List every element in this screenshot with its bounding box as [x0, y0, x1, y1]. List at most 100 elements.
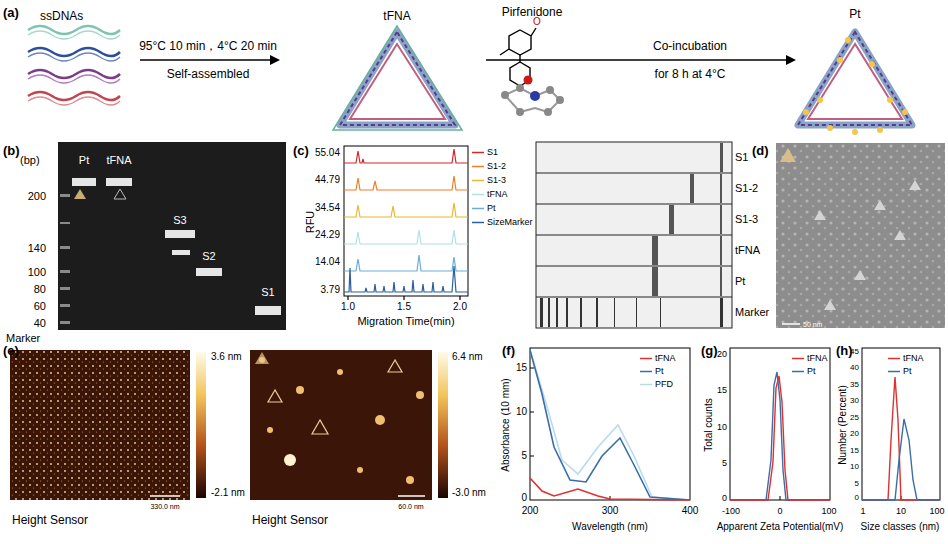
lane-label: S3 — [173, 215, 186, 226]
electropherogram — [344, 146, 468, 300]
panel-label: (g) — [701, 344, 718, 357]
legend-line — [472, 165, 484, 167]
ball-stick-model — [556, 96, 564, 104]
scale-bar-label: 330.0 nm — [150, 503, 179, 510]
axis-title: Total counts — [704, 398, 714, 451]
gel-row-label: S1-3 — [735, 214, 758, 225]
legend-text: tFNA — [807, 354, 828, 363]
pt-illustration — [827, 125, 833, 131]
axis-tick: 20 — [850, 430, 859, 438]
gel-row-label: S1 — [735, 152, 748, 163]
virtual-gel — [720, 174, 722, 203]
axis-title: Apparent Zeta Potential(mV) — [717, 522, 844, 532]
tem-image — [874, 200, 886, 210]
legend-line — [640, 383, 652, 385]
tem-image — [824, 300, 836, 310]
virtual-gel — [536, 173, 732, 297]
virtual-gel — [596, 298, 598, 327]
virtual-gel — [652, 267, 658, 296]
axis-tick: 24.29 — [315, 230, 340, 240]
illustration-label: ssDNAs — [40, 10, 83, 22]
legend-entry: S1 — [472, 148, 498, 157]
axis-title: RFU — [305, 211, 316, 234]
gel-image — [106, 178, 132, 186]
electropherogram — [344, 176, 468, 190]
axis-title: Wavelength (nm) — [572, 522, 648, 532]
pirfenidone-molecule — [500, 49, 509, 55]
electropherogram — [344, 266, 468, 292]
tem-image — [854, 270, 866, 280]
pirfenidone-molecule — [500, 28, 536, 86]
lane-label: Pt — [79, 155, 89, 166]
axis-tick: 60 — [34, 301, 46, 312]
legend-line — [888, 368, 900, 374]
legend-text: S1 — [487, 148, 498, 157]
legend-line — [640, 368, 652, 374]
legend-line — [640, 355, 652, 361]
axis-tick: 5 — [521, 451, 527, 461]
afm-image — [268, 390, 282, 402]
virtual-gel — [540, 298, 723, 327]
pirfenidone-molecule — [531, 28, 536, 36]
step-label: Self-assembled — [167, 68, 250, 80]
virtual-gel — [636, 298, 637, 327]
virtual-gel — [720, 236, 722, 265]
legend-line — [472, 151, 484, 153]
gel-image — [60, 270, 70, 273]
virtual-gel — [536, 142, 732, 328]
legend-line — [472, 219, 484, 225]
gel-row-label: Pt — [735, 276, 745, 287]
axis-tick: 14.04 — [315, 257, 340, 267]
ball-stick-model — [501, 91, 509, 99]
legend-text: Pt — [807, 367, 816, 376]
legend-line — [472, 207, 484, 209]
ssdna-strands — [28, 97, 120, 105]
illustration-label: Pirfenidone — [502, 6, 563, 18]
legend-line — [888, 357, 900, 359]
legend-line — [472, 191, 484, 197]
afm-image — [255, 352, 269, 364]
ssdna-strands — [28, 92, 120, 100]
electropherogram — [344, 255, 468, 271]
legend-line — [472, 163, 484, 169]
axis-tick: 44.79 — [315, 175, 340, 185]
arrow — [486, 59, 788, 61]
gel-image — [60, 246, 70, 249]
lane-label: S1 — [261, 287, 274, 298]
arrow — [786, 55, 796, 65]
electropherogram — [348, 296, 460, 300]
axis-tick: 1 — [860, 507, 865, 516]
ssdna-strands — [28, 26, 120, 105]
legend-line — [792, 357, 804, 359]
afm-image — [267, 427, 273, 433]
legend-entry: tFNA — [792, 354, 828, 363]
ssdna-strands — [28, 48, 120, 56]
step-label: for 8 h at 4°C — [655, 68, 726, 80]
gel-image — [172, 250, 190, 255]
virtual-gel — [669, 205, 674, 234]
afm-image — [438, 352, 448, 498]
virtual-gel — [652, 143, 723, 296]
legend-line — [472, 221, 484, 223]
colorbar-label: -3.0 nm — [452, 488, 486, 498]
zeta-histogram — [730, 348, 830, 500]
zeta-histogram — [730, 348, 830, 500]
axis-tick: 200 — [522, 506, 539, 516]
lane-label: Marker — [6, 333, 40, 344]
colorbar-label: 6.4 nm — [452, 352, 483, 362]
arrow — [270, 55, 280, 65]
tfna-illustration — [333, 26, 462, 130]
afm-image — [196, 352, 206, 498]
legend-entry: Pt — [888, 367, 912, 376]
virtual-gel — [548, 298, 550, 327]
virtual-gel — [614, 298, 615, 327]
pt-illustration — [837, 57, 843, 63]
legend-line — [888, 370, 900, 372]
legend-entry: Pt — [792, 367, 816, 376]
legend-line — [640, 381, 652, 387]
legend-text: tFNA — [487, 190, 508, 199]
axis-tick: 0 — [855, 494, 859, 502]
electropherogram — [344, 230, 468, 244]
axis-tick: 80 — [34, 284, 46, 295]
uv-spectrum — [530, 478, 690, 500]
